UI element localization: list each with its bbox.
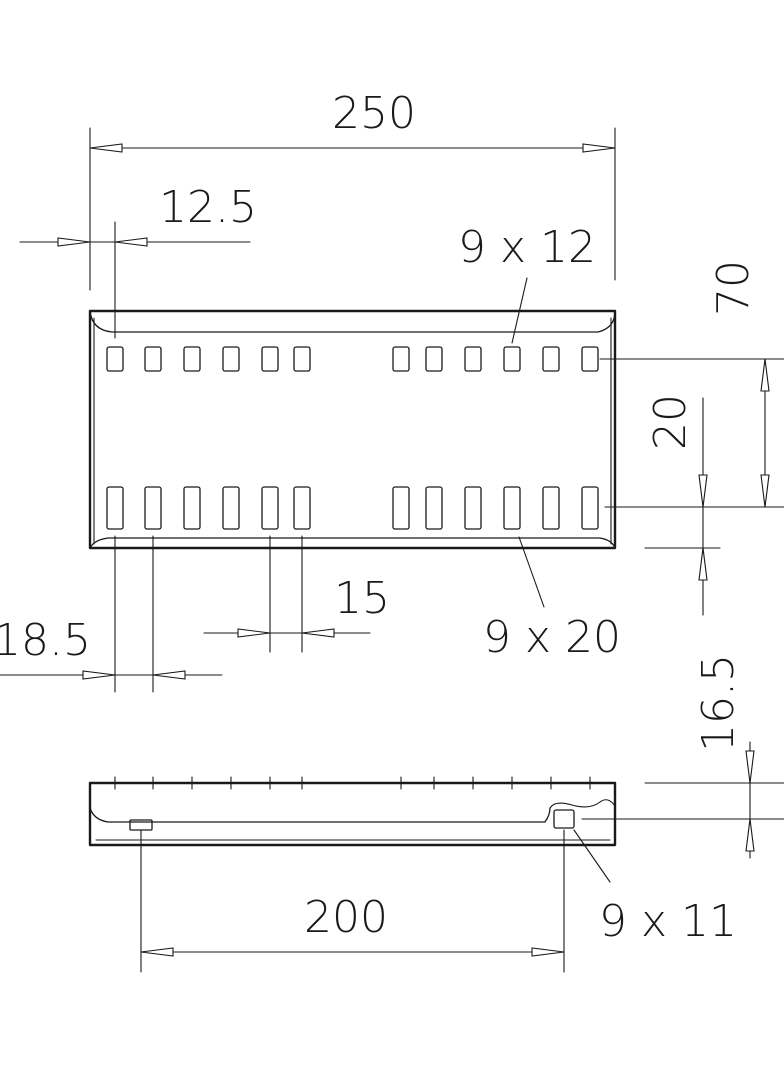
slot <box>425 346 443 372</box>
bottom-slot-row <box>106 486 599 530</box>
dim-label-200: 200 <box>304 892 388 943</box>
plate-side-view <box>88 776 617 847</box>
slot <box>222 346 240 372</box>
slot <box>581 486 599 530</box>
dim-label-9x20: 9 x 20 <box>483 612 621 663</box>
slot <box>261 346 279 372</box>
side-tick-marks <box>114 776 591 790</box>
dim-bottom-offset: 18.5 <box>0 535 223 693</box>
slot <box>503 486 521 530</box>
side-slot <box>553 809 575 829</box>
callout-side-slot: 9 x 11 <box>573 829 737 947</box>
dim-row-spacing: 20 <box>644 394 721 616</box>
slot <box>183 486 201 530</box>
dim-hole-pitch: 15 <box>203 535 390 653</box>
slot <box>542 486 560 530</box>
dim-label-15: 15 <box>334 573 390 624</box>
dim-label-250: 250 <box>332 88 416 139</box>
top-slot-row <box>106 346 599 372</box>
dim-total-height: 70 <box>599 260 784 508</box>
slot <box>106 486 124 530</box>
dim-label-70: 70 <box>708 260 759 316</box>
slot <box>392 346 410 372</box>
slot <box>425 486 443 530</box>
slot <box>464 346 482 372</box>
slot <box>144 346 162 372</box>
slot <box>144 486 162 530</box>
slot <box>106 346 124 372</box>
slot <box>293 486 311 530</box>
slot <box>261 486 279 530</box>
dim-side-hole-spacing: 200 <box>140 829 565 973</box>
slot <box>392 486 410 530</box>
slot <box>503 346 521 372</box>
slot <box>222 486 240 530</box>
dim-label-12-5: 12.5 <box>159 182 257 233</box>
dim-label-18-5: 18.5 <box>0 615 91 666</box>
slot <box>581 346 599 372</box>
dim-label-9x12: 9 x 12 <box>458 222 596 273</box>
slot <box>183 346 201 372</box>
callout-top-slot: 9 x 12 <box>458 222 596 344</box>
dim-label-20: 20 <box>645 394 696 450</box>
dim-label-9x11: 9 x 11 <box>599 896 737 947</box>
plate-top-view <box>88 309 617 550</box>
dim-side-height: 16.5 <box>581 654 784 859</box>
slot <box>464 486 482 530</box>
dim-end-offset: 12.5 <box>19 182 257 339</box>
dim-label-16-5: 16.5 <box>693 654 744 752</box>
slot <box>542 346 560 372</box>
callout-bottom-slot: 9 x 20 <box>483 536 621 663</box>
slot <box>293 346 311 372</box>
dim-overall-width: 250 <box>89 88 616 291</box>
